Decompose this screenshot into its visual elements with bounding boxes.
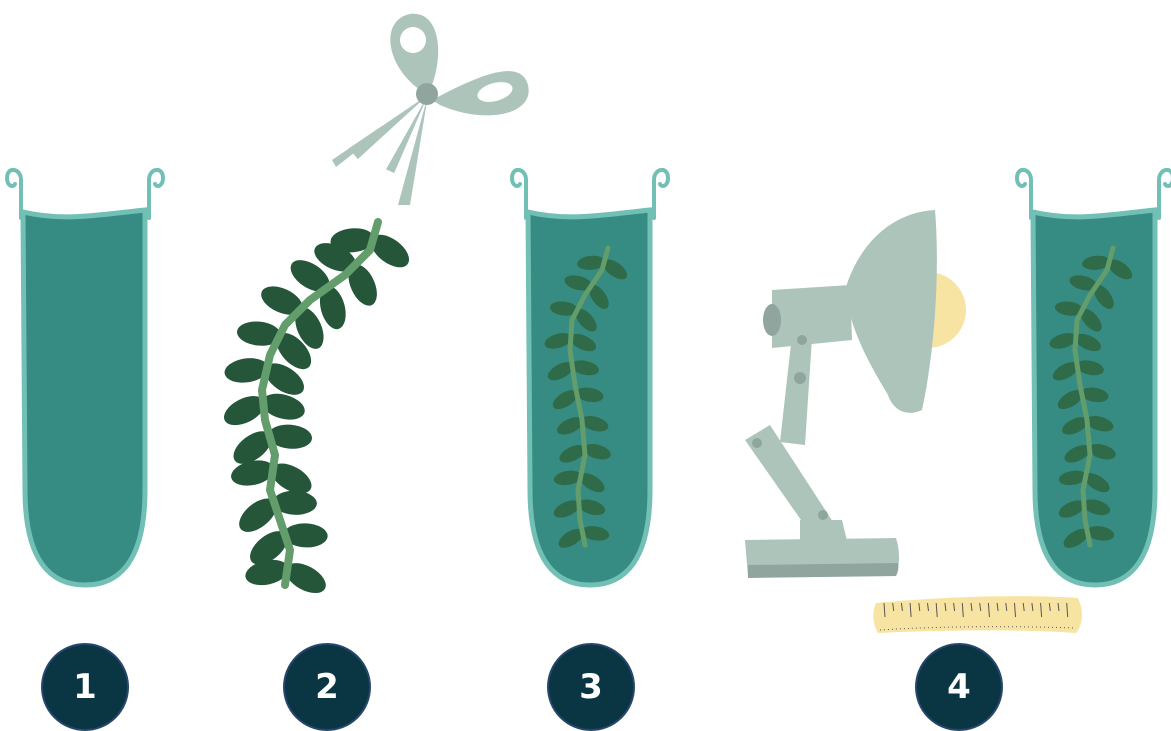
step-badge-3: 3	[547, 643, 635, 731]
plant-sprig	[219, 222, 414, 599]
tube-liquid	[23, 210, 145, 585]
step-badge-1: 1	[41, 643, 129, 731]
desk-lamp-icon	[745, 210, 966, 578]
tube-hook	[7, 170, 21, 218]
tube-hook	[149, 170, 163, 218]
test-tube	[7, 170, 163, 585]
ruler-icon	[873, 596, 1082, 633]
tube-hook	[654, 170, 668, 218]
step-number: 2	[315, 667, 339, 707]
test-tube-with-plant	[1017, 170, 1171, 585]
step-number: 3	[579, 667, 603, 707]
step-badge-4: 4	[915, 643, 1003, 731]
tube-hook	[1017, 170, 1031, 218]
step-number: 1	[73, 667, 97, 707]
tube-hook	[512, 170, 526, 218]
tube-hook	[1159, 170, 1171, 218]
scissors-icon	[332, 14, 529, 205]
step-number: 4	[947, 667, 971, 707]
step-badge-2: 2	[283, 643, 371, 731]
test-tube-with-plant	[512, 170, 668, 585]
sprig	[219, 222, 414, 599]
